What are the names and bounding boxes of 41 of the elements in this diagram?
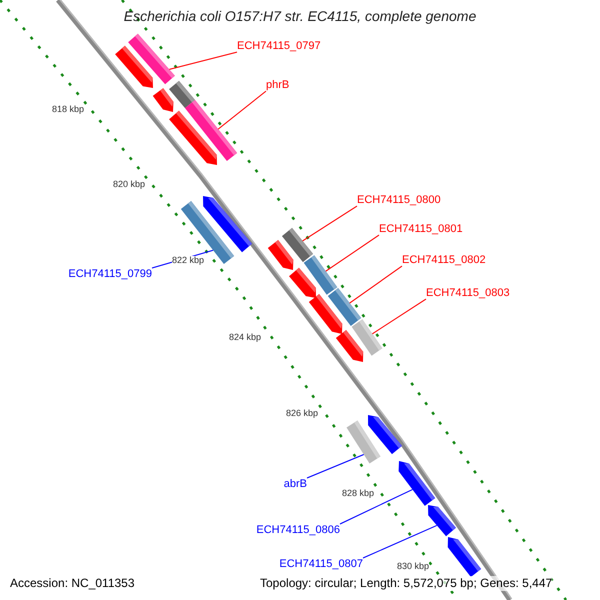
leader-line — [349, 266, 402, 304]
leader-line — [340, 489, 413, 524]
tick-label: 828 kbp — [342, 489, 374, 499]
leader-line — [362, 524, 438, 558]
gene-label: ECH74115_0797 — [237, 40, 321, 52]
leader-line — [302, 206, 358, 242]
leader-line — [372, 298, 426, 334]
gene-label: ECH74115_0799 — [68, 268, 152, 280]
gene-label: ECH74115_0806 — [256, 524, 340, 536]
gene-label: abrB — [284, 478, 307, 490]
gene-feature — [368, 415, 402, 454]
leader-line — [168, 52, 238, 70]
gene-feature — [336, 330, 364, 362]
gene-label: ECH74115_0807 — [279, 558, 363, 570]
tick-label: 826 kbp — [286, 409, 318, 419]
gene-feature — [289, 268, 316, 298]
gene-label: ECH74115_0802 — [402, 254, 486, 266]
gene-label: ECH74115_0803 — [426, 287, 510, 300]
gene-label: phrB — [266, 79, 290, 92]
tick-label: 820 kbp — [113, 180, 146, 190]
tick-label: 830 kbp — [397, 562, 430, 572]
title: Escherichia coli O157:H7 str. EC4115, complete genome — [122, 9, 478, 24]
gene-feature — [169, 110, 217, 165]
tick-label: 824 kbp — [229, 333, 262, 343]
accession-text: Accession: NC_011353 — [10, 576, 135, 592]
tick-label: 822 kbp — [172, 256, 204, 266]
leader-line — [325, 234, 380, 272]
gene-label: ECH74115_0801 — [379, 223, 463, 236]
gene-feature — [203, 196, 252, 252]
gene-label: ECH74115_0800 — [357, 194, 441, 206]
genome-info-text: Topology: circular; Length: 5,572,075 bp; Genes: 5,447 — [260, 576, 552, 592]
gene-feature — [428, 505, 456, 536]
tick-label: 818 kbp — [52, 105, 84, 115]
gene-feature — [128, 34, 175, 84]
gene-feature — [398, 461, 436, 506]
gene-feature — [268, 240, 294, 270]
leader-line — [306, 454, 364, 478]
gene-feature — [448, 537, 482, 577]
gene-feature — [308, 294, 342, 334]
leader-line — [218, 90, 266, 130]
gene-feature — [152, 88, 174, 112]
